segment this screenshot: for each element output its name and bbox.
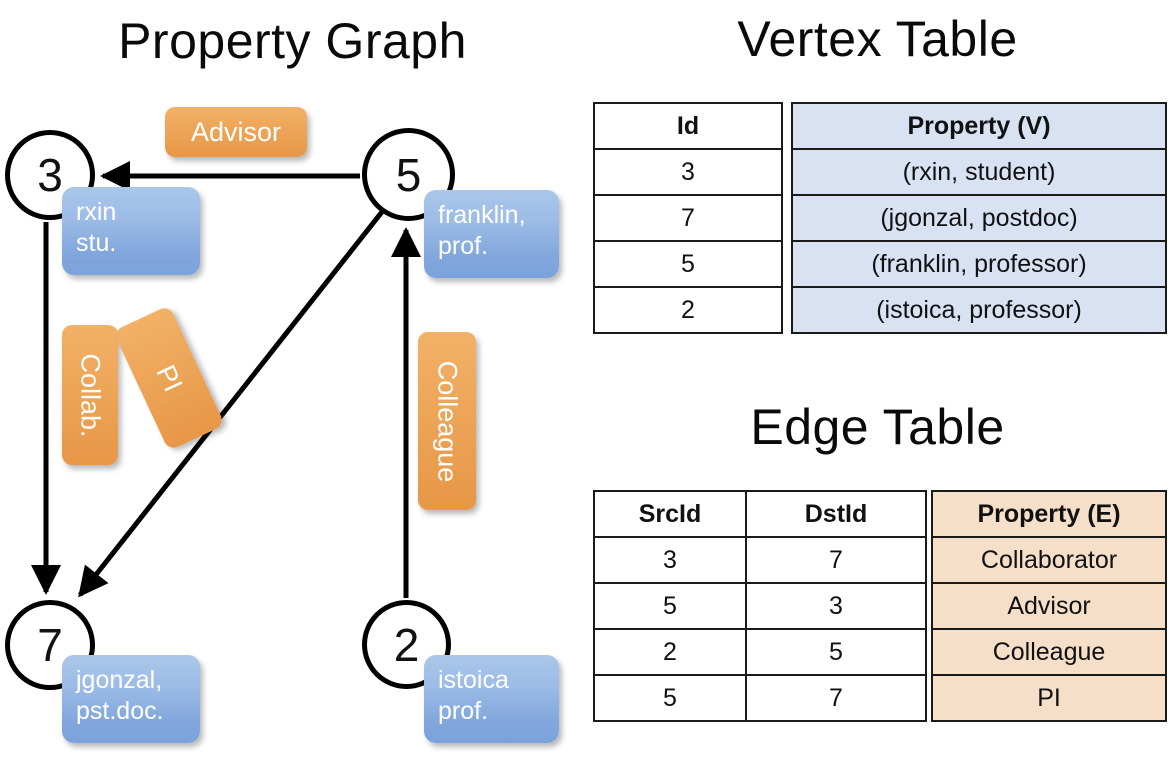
table-row: 2 (istoica, professor) [593, 286, 1167, 334]
cell-property: (franklin, professor) [791, 240, 1167, 288]
cell-dstid: 3 [745, 582, 927, 630]
column-header-property-v: Property (V) [791, 102, 1167, 150]
column-spacer [926, 491, 932, 537]
table-header-row: Id Property (V) [593, 102, 1167, 150]
table-row: 2 5 Colleague [593, 628, 1167, 676]
cell-srcid: 5 [593, 674, 747, 722]
column-spacer [782, 287, 792, 333]
table-row: 3 7 Collaborator [593, 536, 1167, 584]
node-property-line: pst.doc. [76, 696, 164, 725]
column-spacer [782, 241, 792, 287]
node-property-line: prof. [438, 696, 489, 725]
cell-property: Advisor [931, 582, 1167, 630]
cell-srcid: 2 [593, 628, 747, 676]
edge-label-text: Colleague [432, 360, 463, 482]
column-spacer [782, 103, 792, 149]
cell-id: 7 [593, 194, 783, 242]
cell-id: 2 [593, 286, 783, 334]
table-row: 5 (franklin, professor) [593, 240, 1167, 288]
cell-property: (jgonzal, postdoc) [791, 194, 1167, 242]
column-header-dstid: DstId [745, 490, 927, 538]
edge-5-to-7 [78, 206, 387, 598]
edge-label-advisor: Advisor [165, 107, 307, 157]
column-spacer [926, 537, 932, 583]
edge-label-text: PI [150, 359, 189, 396]
edge-table: SrcId DstId Property (E) 3 7 Collaborato… [593, 490, 1167, 722]
column-spacer [926, 629, 932, 675]
node-property-line: jgonzal, [76, 666, 163, 694]
cell-dstid: 7 [745, 674, 927, 722]
edge-label-colleague: Colleague [418, 332, 476, 510]
cell-property: (rxin, student) [791, 148, 1167, 196]
page-title-edge-table: Edge Table [750, 399, 1005, 455]
table-row: 3 (rxin, student) [593, 148, 1167, 196]
page-title-property-graph: Property Graph [118, 13, 467, 69]
cell-property: Collaborator [931, 536, 1167, 584]
cell-dstid: 7 [745, 536, 927, 584]
node-property-box-3: rxin stu. [62, 187, 200, 275]
cell-srcid: 5 [593, 582, 747, 630]
graph-node-5[interactable]: 5 [362, 128, 455, 221]
page-title-vertex-table: Vertex Table [737, 11, 1018, 67]
edge-label-text: Advisor [190, 116, 282, 147]
node-property-box-7: jgonzal, pst.doc. [62, 655, 200, 743]
table-row: 7 (jgonzal, postdoc) [593, 194, 1167, 242]
node-property-line: stu. [76, 228, 117, 257]
cell-property: PI [931, 674, 1167, 722]
table-row: 5 7 PI [593, 674, 1167, 722]
edge-label-collab: Collab. [62, 325, 118, 465]
cell-dstid: 5 [745, 628, 927, 676]
graph-edges-svg [31, 161, 421, 598]
column-spacer [926, 675, 932, 721]
graph-node-2[interactable]: 2 [362, 600, 451, 689]
edge-label-text: Collab. [75, 352, 106, 438]
cell-srcid: 3 [593, 536, 747, 584]
column-spacer [782, 195, 792, 241]
node-property-line: prof. [438, 231, 489, 260]
column-spacer [782, 149, 792, 195]
property-graph-diagram: 3 5 7 2 rxin stu. franklin, prof. jgonza… [5, 107, 559, 743]
node-property-line: istoica [438, 666, 509, 694]
column-header-id: Id [593, 102, 783, 150]
column-header-property-e: Property (E) [931, 490, 1167, 538]
node-property-line: rxin [76, 198, 117, 226]
node-property-box-2: istoica prof. [424, 655, 559, 743]
cell-property: (istoica, professor) [791, 286, 1167, 334]
table-row: 5 3 Advisor [593, 582, 1167, 630]
table-header-row: SrcId DstId Property (E) [593, 490, 1167, 538]
cell-id: 5 [593, 240, 783, 288]
cell-property: Colleague [931, 628, 1167, 676]
vertex-table: Id Property (V) 3 (rxin, student) 7 (jgo… [593, 102, 1167, 334]
column-spacer [926, 583, 932, 629]
node-property-box-5: franklin, prof. [424, 190, 559, 278]
cell-id: 3 [593, 148, 783, 196]
node-property-line: franklin, [438, 201, 526, 229]
column-header-srcid: SrcId [593, 490, 747, 538]
